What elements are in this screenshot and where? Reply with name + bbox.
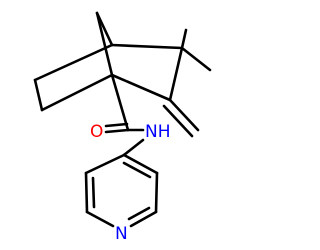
amide-group — [104, 73, 145, 157]
bond-methylene-double-b — [162, 104, 194, 138]
bond-pyr-c4-c3 — [84, 153, 126, 175]
bond-bridgehead-to-carbonyl — [110, 73, 130, 132]
bond-left-ring-to-bridgehead — [40, 73, 114, 112]
bond-bridge-down — [95, 11, 114, 77]
bond-pyr-c2-n — [85, 210, 115, 228]
bond-methyl-1 — [180, 28, 188, 50]
oxygen-atom-label: O — [90, 122, 103, 142]
bond-carbonyl-double-a — [104, 128, 130, 134]
pyridine-nitrogen-label: N — [115, 224, 128, 244]
bond-pyr-c6-n — [129, 210, 158, 228]
bond-methyl-2 — [180, 46, 212, 72]
bond-methylene-carbon-to-bridgehead — [110, 73, 172, 102]
gem-dimethyl — [180, 28, 212, 72]
bond-gem-carbon-to-methylene-carbon — [168, 46, 184, 102]
amide-nh-label: NH — [145, 122, 171, 142]
bond-methylene-double-a — [168, 98, 200, 132]
bond-bridgehead-top-to-gem-carbon — [110, 43, 184, 50]
bond-pyr-c6-n-inner — [127, 206, 151, 221]
bond-pyr-c3-c2-inner — [91, 176, 96, 209]
molecule-canvas: O NH N — [33, 11, 212, 244]
bond-carbonyl-double-b — [104, 122, 129, 128]
bond-bridgehead-top-to-left-carbon — [33, 43, 114, 82]
bond-left-ring-down — [33, 78, 44, 112]
bond-pyr-c4-c5-inner — [122, 161, 152, 179]
pyridine-ring — [84, 153, 159, 228]
exocyclic-methylene — [162, 98, 200, 138]
bond-pyr-c5-c6 — [154, 171, 159, 214]
bond-pyr-c4-c5 — [122, 153, 159, 175]
bicyclic-skeleton — [33, 11, 184, 112]
bond-pyr-c3-c2 — [84, 171, 89, 214]
bond-nh-to-pyridine — [122, 138, 145, 157]
structure-diagram: O NH N — [33, 11, 212, 244]
